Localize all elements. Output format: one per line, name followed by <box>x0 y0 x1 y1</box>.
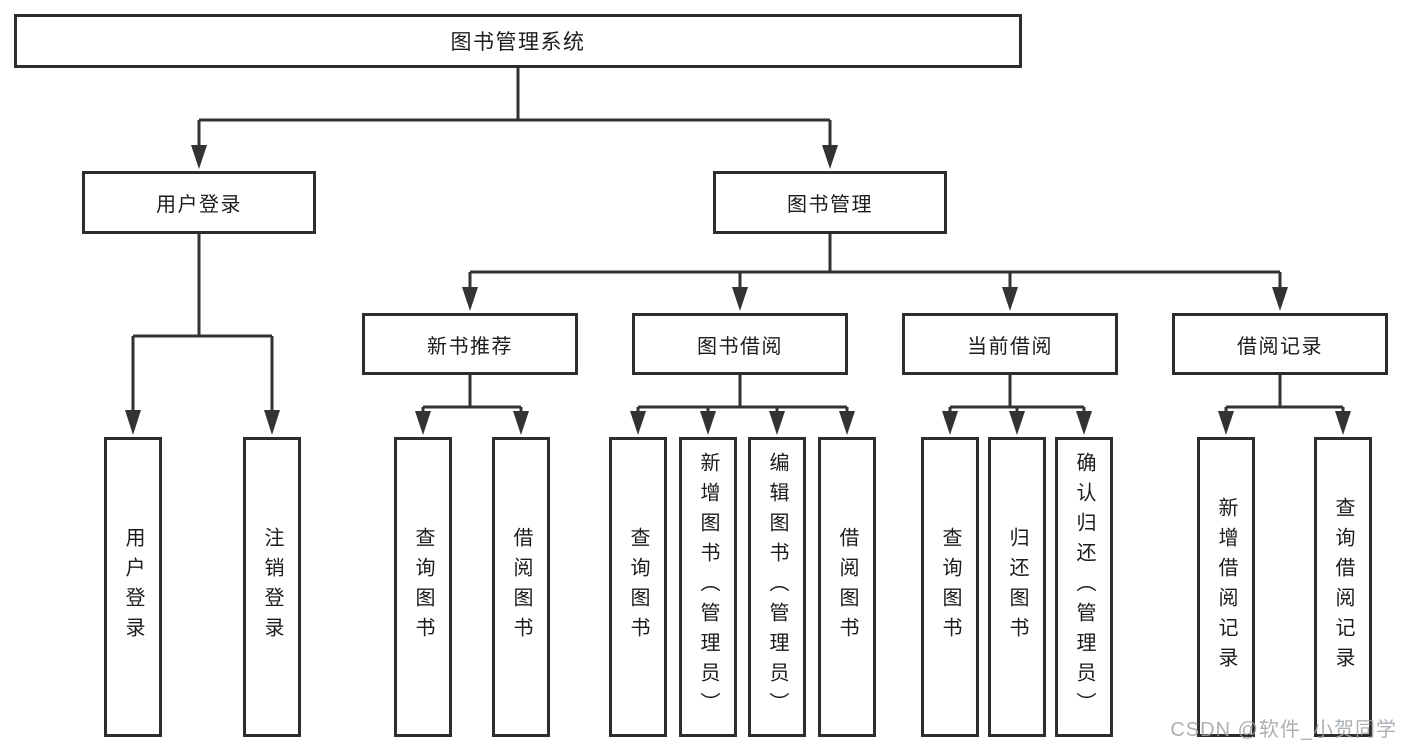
arrowhead <box>769 411 785 435</box>
arrowhead <box>415 411 431 435</box>
leaf-logout: 注销登录 <box>243 437 301 737</box>
leaf-query-books-recommend: 查询图书 <box>394 437 452 737</box>
arrowhead <box>1272 287 1288 311</box>
leaf-label: 借阅图书 <box>510 527 532 647</box>
node-current-borrowing: 当前借阅 <box>902 313 1118 375</box>
arrowhead <box>191 145 207 169</box>
node-label: 图书管理系统 <box>450 31 586 54</box>
arrowhead <box>125 410 141 435</box>
leaf-label: 新增图书（管理员） <box>697 452 719 722</box>
arrowhead <box>839 411 855 435</box>
leaf-borrow-books: 借阅图书 <box>818 437 876 737</box>
leaf-label: 归还图书 <box>1006 527 1028 647</box>
leaf-add-books-admin: 新增图书（管理员） <box>679 437 737 737</box>
leaf-edit-books-admin: 编辑图书（管理员） <box>748 437 806 737</box>
arrowhead <box>700 411 716 435</box>
leaf-query-books-borrow: 查询图书 <box>609 437 667 737</box>
node-borrowing-records: 借阅记录 <box>1172 313 1388 375</box>
leaf-query-books-current: 查询图书 <box>921 437 979 737</box>
node-user-login: 用户登录 <box>82 171 316 234</box>
arrowhead <box>513 411 529 435</box>
node-label: 用户登录 <box>156 194 242 216</box>
node-label: 图书管理 <box>787 194 873 216</box>
leaf-label: 查询借阅记录 <box>1332 497 1354 677</box>
leaf-label: 确认归还（管理员） <box>1073 452 1095 722</box>
arrowhead <box>1002 287 1018 311</box>
leaf-confirm-return-admin: 确认归还（管理员） <box>1055 437 1113 737</box>
leaf-label: 编辑图书（管理员） <box>766 452 788 722</box>
arrowhead <box>1335 411 1351 435</box>
leaf-label: 用户登录 <box>122 527 144 647</box>
node-label: 新书推荐 <box>427 335 513 358</box>
leaf-label: 查询图书 <box>412 527 434 647</box>
arrowhead <box>264 410 280 435</box>
arrowhead <box>942 411 958 435</box>
leaf-add-borrow-record: 新增借阅记录 <box>1197 437 1255 737</box>
arrowhead <box>1009 411 1025 435</box>
csdn-watermark: CSDN @软件_小贺同学 <box>1170 719 1397 741</box>
arrowhead <box>462 287 478 311</box>
leaf-label: 注销登录 <box>261 527 283 647</box>
leaf-label: 新增借阅记录 <box>1215 497 1237 677</box>
node-label: 借阅记录 <box>1237 335 1323 358</box>
node-library-system: 图书管理系统 <box>14 14 1022 68</box>
leaf-label: 借阅图书 <box>836 527 858 647</box>
node-label: 当前借阅 <box>967 335 1053 358</box>
arrowhead <box>822 145 838 169</box>
arrowhead <box>1076 411 1092 435</box>
leaf-return-books: 归还图书 <box>988 437 1046 737</box>
node-label: 图书借阅 <box>697 335 783 358</box>
leaf-label: 查询图书 <box>939 527 961 647</box>
node-book-management: 图书管理 <box>713 171 947 234</box>
leaf-query-borrow-record: 查询借阅记录 <box>1314 437 1372 737</box>
arrowhead <box>732 287 748 311</box>
arrowhead <box>1218 411 1234 435</box>
node-book-borrowing: 图书借阅 <box>632 313 848 375</box>
leaf-borrow-books-recommend: 借阅图书 <box>492 437 550 737</box>
leaf-user-login: 用户登录 <box>104 437 162 737</box>
node-new-book-recommend: 新书推荐 <box>362 313 578 375</box>
leaf-label: 查询图书 <box>627 527 649 647</box>
arrowhead <box>630 411 646 435</box>
